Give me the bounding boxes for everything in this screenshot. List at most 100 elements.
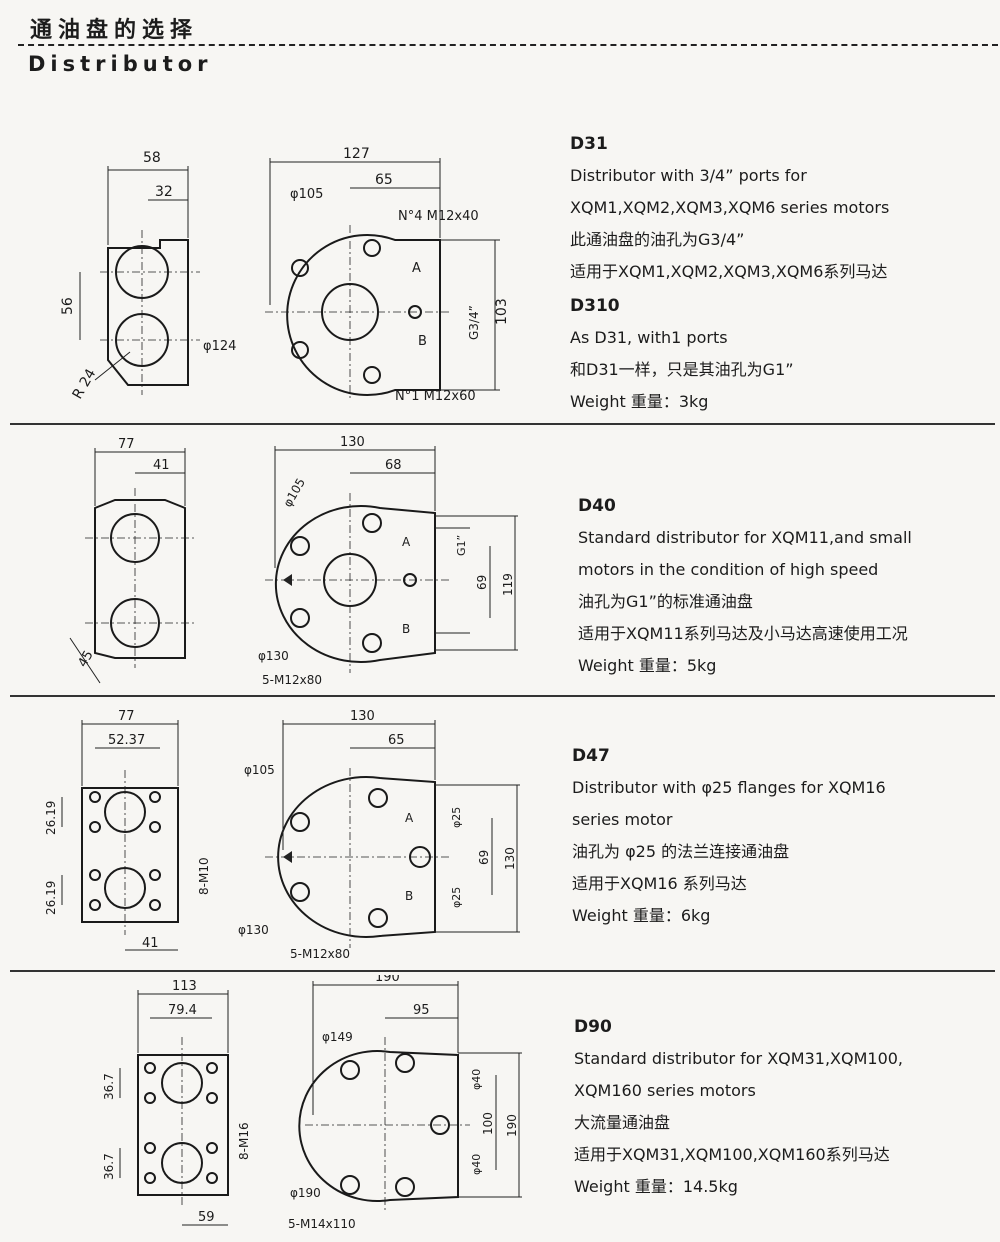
d40-code: D40 bbox=[578, 496, 616, 516]
d31-line-4: 适用于XQM1,XQM2,XQM3,XQM6系列马达 bbox=[570, 262, 888, 281]
d90-bolts: 5-M14x110 bbox=[288, 1217, 356, 1231]
d310-line-1: As D31, with1 ports bbox=[570, 328, 728, 347]
d31-phi-small: φ105 bbox=[290, 187, 323, 202]
d31-bolt-top: N°4 M12x40 bbox=[398, 209, 479, 224]
d47-line-2: series motor bbox=[572, 810, 673, 829]
d90-left-pitch-1: 36.7 bbox=[102, 1073, 116, 1100]
d47-right-inner: 65 bbox=[388, 733, 405, 748]
d90-code: D90 bbox=[574, 1017, 612, 1037]
d47-line-3: 油孔为 φ25 的法兰连接通油盘 bbox=[572, 842, 790, 861]
d47-description: D47 Distributor with φ25 flanges for XQM… bbox=[572, 740, 886, 932]
d90-line-1: Standard distributor for XQM31,XQM100, bbox=[574, 1049, 904, 1068]
d31-radius: R 24 bbox=[70, 366, 100, 402]
d310-code: D310 bbox=[570, 296, 620, 316]
d40-phi-small: φ105 bbox=[280, 476, 308, 510]
d47-bolts: 5-M12x80 bbox=[290, 947, 350, 961]
d90-left-pitch-2: 36.7 bbox=[102, 1153, 116, 1180]
page-header: 通油盘的选择 Distributor bbox=[0, 0, 1000, 80]
d40-description: D40 Standard distributor for XQM11,and s… bbox=[578, 490, 912, 682]
section-divider-2 bbox=[10, 695, 995, 697]
d90-port-size-b: φ40 bbox=[470, 1154, 483, 1175]
d47-height: 130 bbox=[503, 847, 517, 870]
d40-inner-height: 69 bbox=[475, 575, 489, 590]
d40-left-angle: 45 bbox=[75, 648, 96, 670]
d31-right-inner: 65 bbox=[375, 172, 393, 188]
d310-line-3: Weight 重量：3kg bbox=[570, 392, 709, 411]
d40-port-a: A bbox=[402, 535, 411, 549]
section-d47: 77 52.37 41 26.19 26.19 8-M10 130 bbox=[0, 700, 1000, 968]
d31-port-size: G3/4” bbox=[467, 305, 481, 340]
d47-port-size-b: φ25 bbox=[450, 887, 463, 908]
d47-left-pitch-2: 26.19 bbox=[44, 881, 58, 915]
d47-inner-height: 69 bbox=[477, 850, 491, 865]
d90-description: D90 Standard distributor for XQM31,XQM10… bbox=[574, 1011, 903, 1203]
d31-bolt-bottom: N°1 M12x60 bbox=[395, 389, 476, 404]
d90-left-inner: 79.4 bbox=[168, 1003, 197, 1018]
d90-phi-small: φ149 bbox=[322, 1030, 353, 1044]
d47-port-b: B bbox=[405, 889, 413, 903]
d31-phi-big: φ124 bbox=[203, 339, 236, 354]
d31-port-a: A bbox=[412, 261, 421, 276]
d31-description: D31 Distributor with 3/4” ports for XQM1… bbox=[570, 128, 889, 418]
section-divider-3 bbox=[10, 970, 995, 972]
d90-right-inner: 95 bbox=[413, 1003, 430, 1018]
d31-code: D31 bbox=[570, 134, 608, 154]
d40-line-5: Weight 重量：5kg bbox=[578, 656, 717, 675]
d40-line-3: 油孔为G1”的标准通油盘 bbox=[578, 592, 753, 611]
d47-bolt-holes: 8-M10 bbox=[197, 857, 211, 895]
page-title-cn: 通油盘的选择 bbox=[30, 18, 199, 43]
d31-height: 103 bbox=[494, 298, 510, 325]
d90-inner-height: 100 bbox=[481, 1112, 495, 1135]
d31-front-view: 127 65 φ105 N°4 M12x40 φ124 N°1 M12x60 A… bbox=[203, 146, 510, 404]
d47-front-view: 130 65 φ105 φ130 5-M12x80 A B φ25 φ25 69… bbox=[238, 709, 520, 961]
d40-port-b: B bbox=[402, 622, 410, 636]
d31-left-width: 58 bbox=[143, 150, 161, 166]
d40-port-size: G1” bbox=[455, 535, 468, 556]
d40-front-view: 130 68 φ105 φ130 5-M12x80 A B G1” 69 119 bbox=[258, 435, 518, 687]
page-title-en: Distributor bbox=[28, 52, 213, 76]
d47-side-view: 77 52.37 41 26.19 26.19 8-M10 bbox=[44, 709, 211, 951]
d40-height: 119 bbox=[501, 573, 515, 596]
d31-line-3: 此通油盘的油孔为G3/4” bbox=[570, 230, 745, 249]
d40-line-4: 适用于XQM11系列马达及小马达高速使用工况 bbox=[578, 624, 908, 643]
d310-line-2: 和D31一样，只是其油孔为G1” bbox=[570, 360, 794, 379]
header-divider bbox=[18, 44, 998, 46]
d47-left-bottom: 41 bbox=[142, 936, 159, 951]
d90-line-2: XQM160 series motors bbox=[574, 1081, 756, 1100]
d47-left-width: 77 bbox=[118, 709, 135, 724]
d47-port-size-a: φ25 bbox=[450, 807, 463, 828]
d40-right-inner: 68 bbox=[385, 458, 402, 473]
d40-left-width: 77 bbox=[118, 437, 135, 452]
d31-left-height: 56 bbox=[60, 297, 76, 315]
d40-drawing: 77 41 45 130 68 φ105 φ130 5-M12x80 bbox=[69, 435, 518, 687]
d47-line-1: Distributor with φ25 flanges for XQM16 bbox=[572, 778, 886, 797]
d47-right-width: 130 bbox=[350, 709, 375, 724]
d40-right-width: 130 bbox=[340, 435, 365, 450]
d90-height: 190 bbox=[505, 1114, 519, 1137]
section-divider-1 bbox=[10, 423, 995, 425]
d47-left-pitch-1: 26.19 bbox=[44, 801, 58, 835]
d90-left-width: 113 bbox=[172, 979, 197, 994]
d31-right-width: 127 bbox=[343, 146, 370, 162]
d47-phi-small: φ105 bbox=[244, 763, 275, 777]
d31-line-1: Distributor with 3/4” ports for bbox=[570, 166, 807, 185]
d90-line-4: 适用于XQM31,XQM100,XQM160系列马达 bbox=[574, 1145, 890, 1164]
section-d31: 58 32 56 R 24 127 65 φ105 N°4 bbox=[0, 100, 1000, 420]
d90-right-width: 190 bbox=[375, 975, 400, 985]
d90-line-5: Weight 重量：14.5kg bbox=[574, 1177, 738, 1196]
d31-port-b: B bbox=[418, 334, 427, 349]
d47-line-5: Weight 重量：6kg bbox=[572, 906, 711, 925]
d40-bolts: 5-M12x80 bbox=[262, 673, 322, 687]
d31-drawing: 58 32 56 R 24 127 65 φ105 N°4 bbox=[60, 146, 510, 404]
d47-port-a: A bbox=[405, 811, 414, 825]
d31-line-2: XQM1,XQM2,XQM3,XQM6 series motors bbox=[570, 198, 890, 217]
d47-line-4: 适用于XQM16 系列马达 bbox=[572, 874, 747, 893]
d90-side-view: 113 79.4 59 36.7 36.7 8-M16 bbox=[102, 979, 251, 1226]
d47-left-inner: 52.37 bbox=[108, 733, 145, 748]
d47-code: D47 bbox=[572, 746, 610, 766]
d40-side-view: 77 41 45 bbox=[69, 437, 195, 684]
d90-front-view: 190 95 φ149 φ190 5-M14x110 φ40 φ40 100 1… bbox=[288, 975, 522, 1231]
section-d90: 113 79.4 59 36.7 36.7 8-M16 190 95 bbox=[0, 975, 1000, 1242]
d90-bolt-holes: 8-M16 bbox=[237, 1122, 251, 1160]
d47-drawing: 77 52.37 41 26.19 26.19 8-M10 130 bbox=[44, 709, 520, 961]
